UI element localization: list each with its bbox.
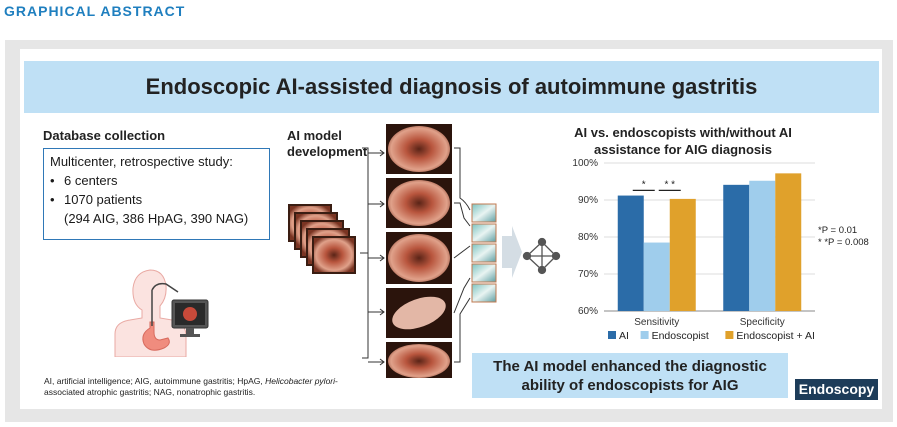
endoscopy-illustration: [114, 269, 209, 357]
significance-marker: *: [642, 179, 646, 190]
p-value-notes: *P = 0.01 * *P = 0.008: [818, 225, 869, 249]
bar-ai-specificity: [723, 184, 750, 311]
y-tick-label: 80%: [578, 232, 598, 243]
chart-heading: AI vs. endoscopists with/without AI assi…: [574, 125, 792, 157]
image-stack: [288, 204, 356, 274]
section-header: GRAPHICAL ABSTRACT: [4, 3, 186, 19]
model-heading: AI model development: [287, 128, 368, 159]
p-value-1: *P = 0.01: [818, 225, 858, 236]
journal-logo: Endoscopy: [795, 379, 878, 400]
endoscope-cable: [151, 282, 179, 326]
y-tick-label: 60%: [578, 306, 598, 317]
bar-ai-sensitivity: [617, 195, 644, 311]
database-bullet: 6 centers: [50, 171, 263, 190]
y-tick-label: 70%: [578, 269, 598, 280]
y-tick-label: 90%: [578, 195, 598, 206]
abstract-title: Endoscopic AI-assisted diagnosis of auto…: [145, 74, 758, 99]
image-patches: [471, 203, 497, 303]
database-bullet: 1070 patients: [50, 190, 263, 209]
x-category-label: Specificity: [740, 317, 785, 328]
abbreviations-footnote: AI, artificial intelligence; AIG, autoim…: [44, 376, 338, 397]
y-tick-label: 100%: [572, 158, 598, 169]
bracket-left: [360, 147, 369, 359]
legend-swatch: [640, 331, 649, 339]
stomach-shape: [142, 321, 170, 351]
legend-label: Endoscopist + AI: [736, 330, 815, 342]
bar-endoscopist-sensitivity: [643, 242, 670, 311]
bar-endoscopist-ai-specificity: [775, 173, 802, 311]
network-icon: [522, 237, 561, 275]
legend-label: AI: [619, 330, 629, 342]
legend-swatch: [725, 331, 734, 339]
flow-arrow: [502, 226, 522, 278]
model-diagram: [288, 124, 561, 378]
database-line: Multicenter, retrospective study:: [50, 154, 233, 169]
legend-label: Endoscopist: [652, 330, 709, 342]
legend-swatch: [608, 331, 616, 339]
p-value-2: * *P = 0.008: [818, 237, 869, 248]
database-box: Multicenter, retrospective study: 6 cent…: [43, 148, 270, 240]
x-category-label: Sensitivity: [634, 317, 679, 328]
bar-endoscopist-ai-sensitivity: [669, 198, 696, 311]
bar-chart: 60% 70% 80% 90% 100% Sensitivity Specificity * *…: [572, 158, 815, 342]
endoscopy-images: [386, 124, 452, 378]
significance-marker: * *: [664, 179, 675, 190]
title-bar: [24, 61, 879, 113]
database-heading: Database collection: [43, 128, 166, 143]
conclusion-box: The AI model enhanced the diagnostic abi…: [472, 353, 788, 398]
database-line: (294 AIG, 386 HpAG, 390 NAG): [64, 211, 249, 226]
bar-endoscopist-specificity: [749, 180, 776, 311]
